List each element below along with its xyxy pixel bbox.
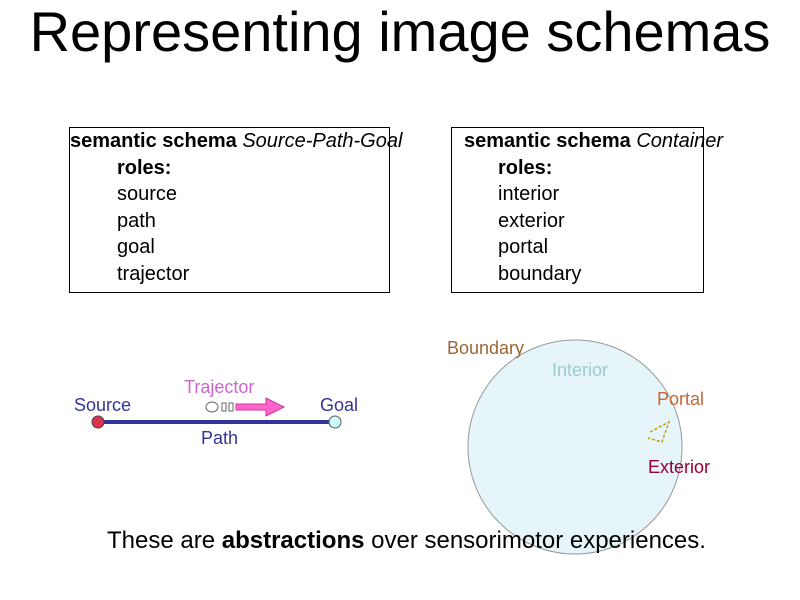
roles-label: roles:: [117, 156, 172, 179]
roles-label: roles:: [498, 156, 553, 179]
footer-prefix: These are: [107, 527, 222, 554]
slide-title: Representing image schemas: [29, 0, 771, 63]
role-trajector: trajector: [117, 262, 190, 285]
trajector-arrow: [235, 397, 286, 417]
portal-label: Portal: [657, 389, 705, 409]
role-exterior: exterior: [498, 209, 565, 232]
footer-statement: These are abstractions over sensorimotor…: [107, 527, 706, 555]
goal-dot: [328, 415, 342, 429]
trajector-label: Trajector: [184, 377, 255, 397]
schema-keyword: semantic schema: [70, 130, 237, 152]
trajector-trail: [221, 402, 234, 412]
schema-name: Source-Path-Goal: [242, 130, 403, 152]
schema-header: semantic schema Container: [452, 128, 723, 155]
schema-keyword: semantic schema: [464, 130, 631, 152]
schema-name: Container: [636, 130, 724, 152]
container-circle: [467, 339, 683, 555]
role-interior: interior: [498, 183, 560, 205]
container-schema-box: semantic schema Container roles: interio…: [451, 127, 723, 293]
source-dot: [91, 415, 105, 429]
role-portal: portal: [498, 236, 549, 258]
footer-bold: abstractions: [221, 527, 365, 554]
role-source: source: [117, 183, 178, 205]
boundary-label: Boundary: [447, 338, 525, 358]
trajector-dot: [205, 401, 219, 413]
role-path: path: [117, 209, 156, 232]
portal-shape: [647, 420, 671, 443]
source-label: Source: [74, 395, 132, 415]
goal-label: Goal: [320, 395, 359, 415]
schema-header: semantic schema Source-Path-Goal: [70, 128, 402, 155]
exterior-label: Exterior: [648, 457, 711, 477]
path-label: Path: [201, 428, 239, 448]
source-path-goal-schema-box: semantic schema Source-Path-Goal roles: …: [69, 127, 402, 293]
role-goal: goal: [117, 236, 155, 258]
role-boundary: boundary: [498, 262, 582, 285]
footer-suffix: over sensorimotor experiences.: [364, 527, 706, 554]
interior-label: Interior: [552, 360, 609, 380]
